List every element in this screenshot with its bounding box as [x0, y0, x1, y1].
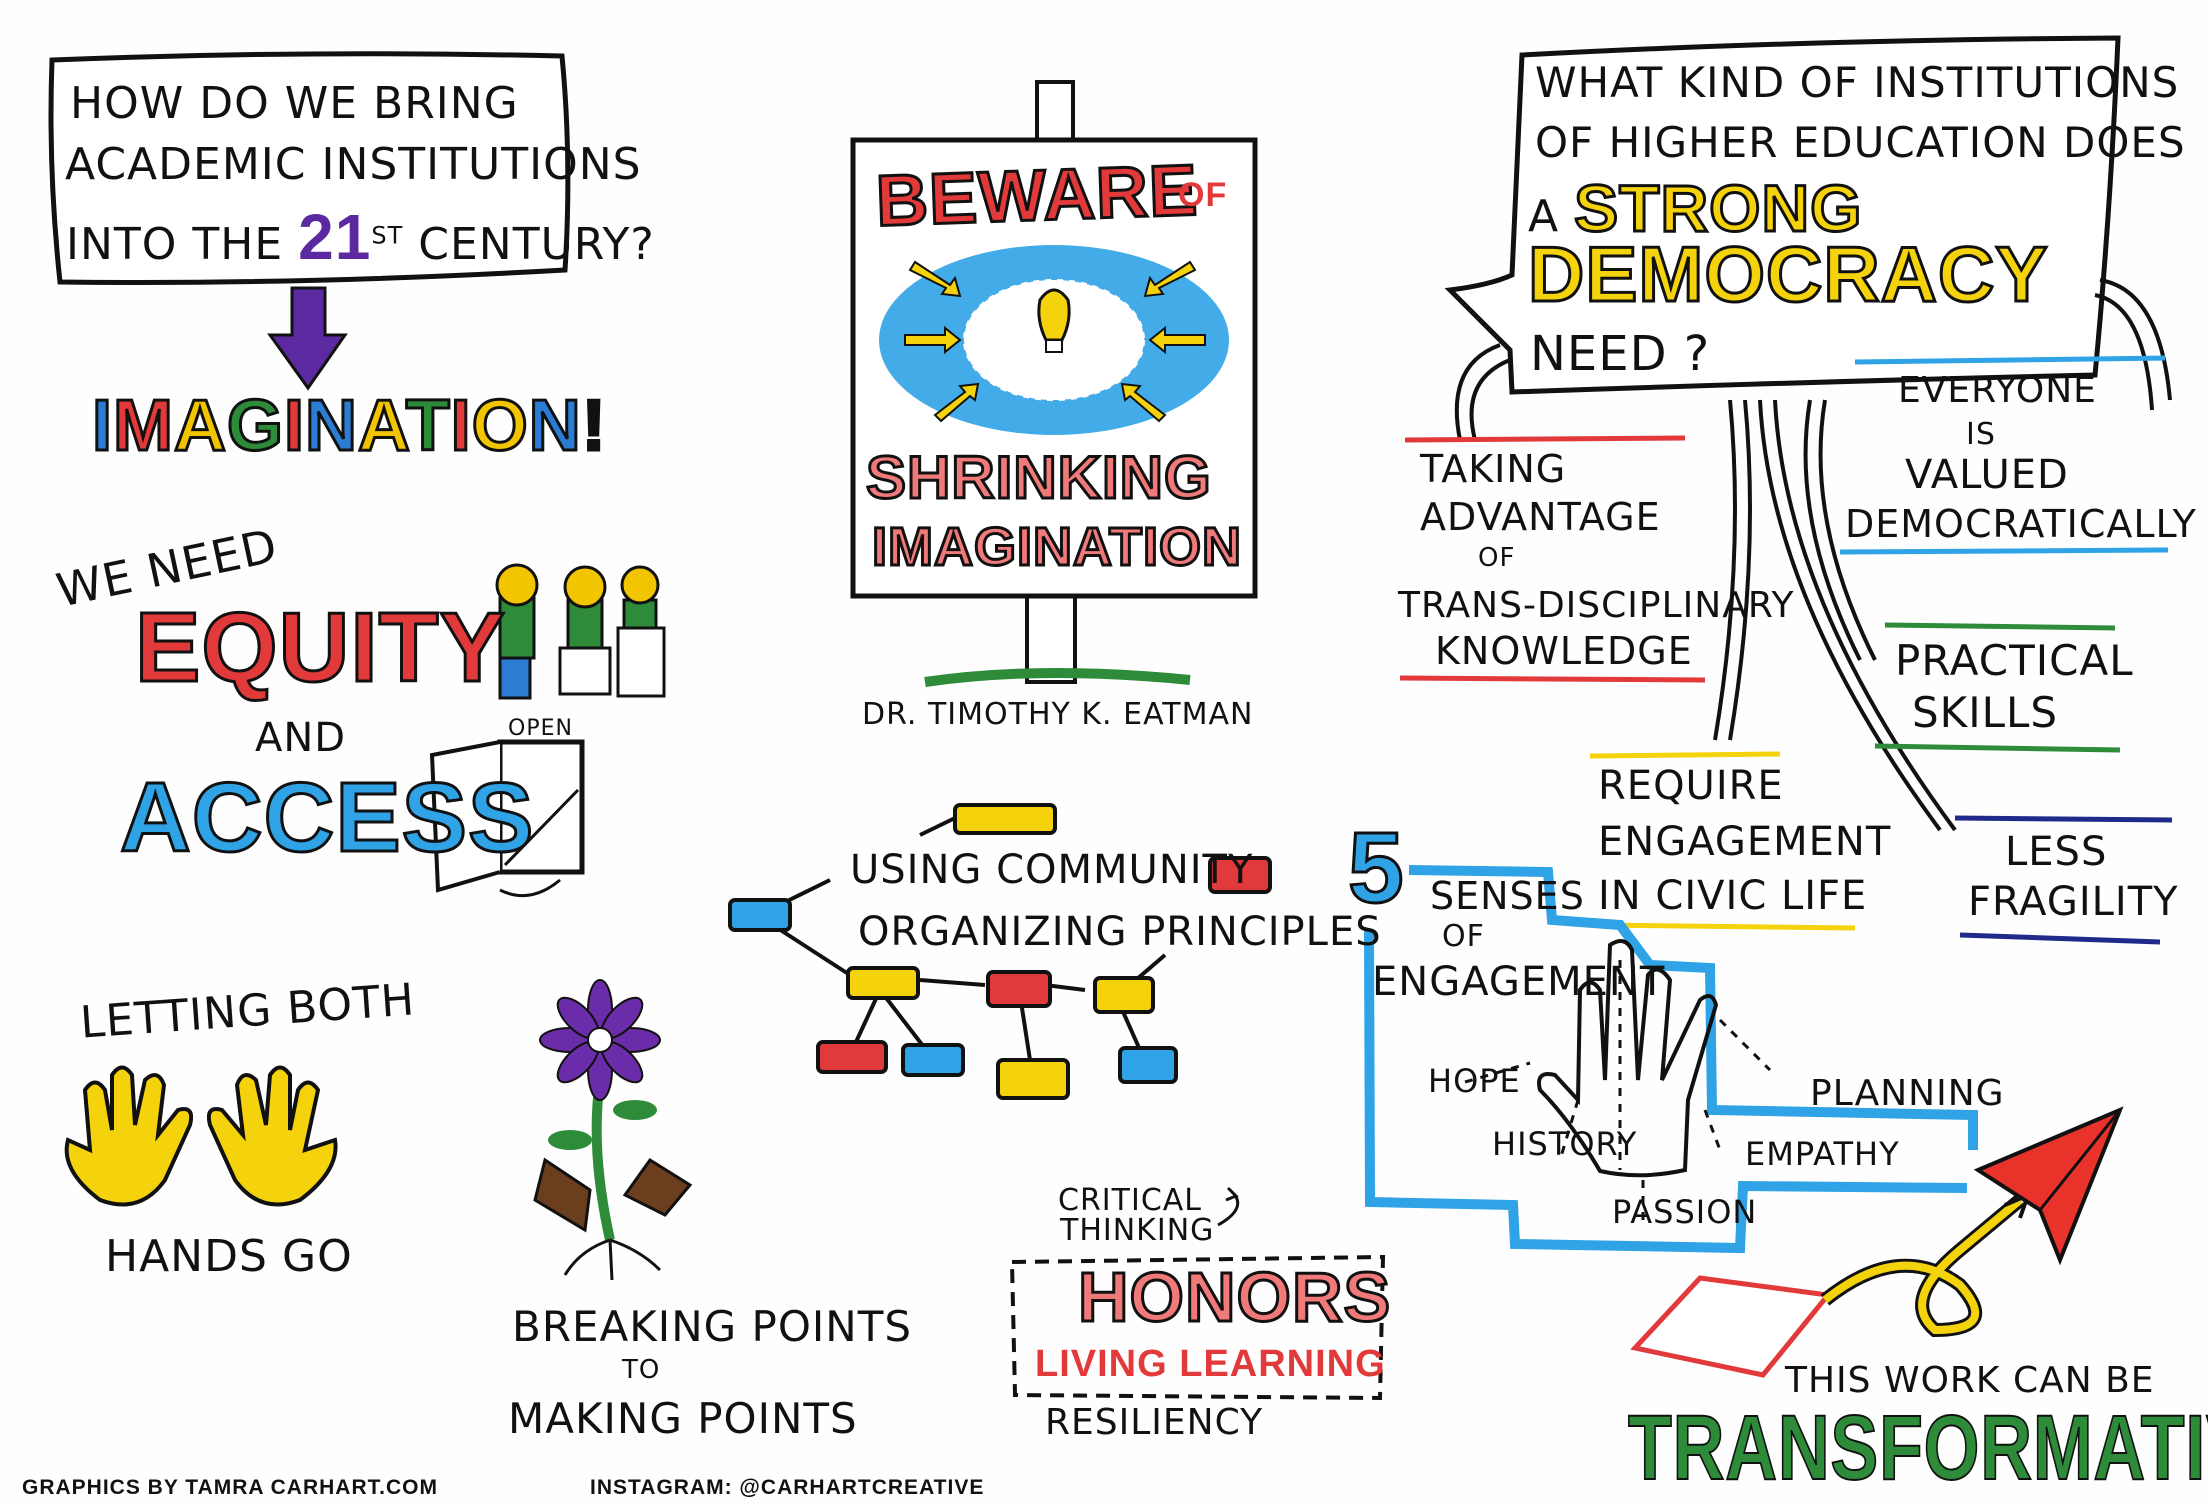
need-word: NEED ? [1530, 326, 1711, 382]
transform-line1: THIS WORK CAN BE [1785, 1360, 2155, 1401]
living-learning-label: LIVING LEARNING [1035, 1343, 1386, 1385]
imagination-letter: A [357, 386, 407, 466]
question-left-box [48, 51, 571, 285]
honors-word: HONORS [1076, 1258, 1392, 1336]
footer-credit: GRAPHICS BY TAMRA CARHART.COM [22, 1476, 438, 1499]
taking-line2: ADVANTAGE [1420, 495, 1661, 539]
flower-breaking-ground-icon [533, 979, 693, 1281]
question-right-line3: A STRONG [1528, 174, 1863, 243]
of-word: OF [1178, 176, 1228, 214]
making-points-label: MAKING POINTS [508, 1394, 858, 1443]
five-number: 5 [1347, 812, 1406, 924]
breaking-points-label: BREAKING POINTS [512, 1302, 913, 1351]
senses-line3: ENGAGEMENT [1372, 959, 1666, 1005]
down-arrow-icon [267, 286, 348, 391]
access-word: ACCESS [118, 762, 535, 872]
sense-passion: PASSION [1612, 1193, 1758, 1231]
taking-line3: OF [1478, 543, 1516, 573]
go-label: GO [282, 1231, 353, 1282]
question-right-line1: WHAT KIND OF INSTITUTIONS [1535, 58, 2180, 107]
thinking-label: THINKING [1060, 1213, 1215, 1248]
imagination-letter: N [527, 386, 582, 466]
require-line3: IN CIVIC LIFE [1598, 873, 1868, 919]
yellow-hands-icon [64, 1065, 338, 1207]
community-network-diagram [728, 803, 1272, 1100]
imagination-letter: I [449, 386, 472, 466]
taking-line4: TRANS-DISCIPLINARY [1398, 585, 1795, 626]
practical-line2: SKILLS [1912, 688, 2059, 737]
question-left-into: INTO THE [66, 219, 284, 270]
question-left-line3: INTO THE 21ST CENTURY? [66, 205, 655, 269]
honors-dashed-box [1009, 1254, 1386, 1401]
century-suffix: ST [371, 221, 404, 250]
critical-label: CRITICAL [1058, 1183, 1202, 1218]
question-left-line2: ACADEMIC INSTITUTIONS [65, 139, 642, 190]
beware-sign [850, 80, 1258, 687]
and-label: AND [255, 715, 347, 761]
practical-line1: PRACTICAL [1895, 636, 2134, 685]
community-line1: USING COMMUNITY [850, 847, 1254, 893]
taking-line1: TAKING [1420, 447, 1567, 491]
to-label: TO [622, 1355, 661, 1385]
open-door-icon [429, 739, 585, 898]
senses-line2: OF [1442, 919, 1485, 954]
everyone-line4: DEMOCRATICALLY [1845, 502, 2197, 546]
hands-label: HANDS [105, 1231, 268, 1282]
engagement-hand-icon [1537, 939, 1719, 1178]
require-line2: ENGAGEMENT [1598, 819, 1892, 865]
sense-history: HISTORY [1492, 1125, 1638, 1163]
everyone-line3: VALUED [1905, 452, 2069, 498]
equity-people-icon [495, 563, 666, 700]
imagination-title: IMAGINATION! [90, 389, 607, 464]
sense-empathy: EMPATHY [1745, 1135, 1900, 1173]
resiliency-label: RESILIENCY [1045, 1402, 1264, 1443]
sign-imagination-word: IMAGINATION [871, 517, 1243, 577]
tree-branches [1454, 278, 2172, 832]
everyone-line2: IS [1966, 417, 1996, 452]
less-line2: FRAGILITY [1968, 879, 2179, 925]
imagination-letter: N [304, 386, 359, 466]
senses-outline [1364, 865, 1978, 1254]
imagination-letter: M [112, 386, 175, 466]
shrinking-word: SHRINKING [865, 444, 1213, 511]
imagination-letter: ! [580, 386, 607, 466]
imagination-letter: I [283, 386, 306, 466]
senses-line1: SENSES [1430, 874, 1585, 918]
beware-word: BEWARE [873, 149, 1201, 243]
community-line2: ORGANIZING PRINCIPLES [858, 909, 1382, 955]
question-left-century: CENTURY? [418, 219, 655, 270]
imagination-letter: G [225, 386, 285, 466]
sense-planning: PLANNING [1810, 1073, 2005, 1114]
equity-word: EQUITY [134, 592, 507, 702]
underlines [1399, 355, 2173, 945]
century-number: 21 [298, 201, 372, 273]
imagination-letter: T [404, 386, 451, 466]
strong-word: STRONG [1573, 171, 1863, 245]
footer-instagram: INSTAGRAM: @CARHARTCREATIVE [590, 1476, 985, 1499]
question-left-line1: HOW DO WE BRING [70, 78, 519, 129]
door-open-label: OPEN [508, 716, 573, 741]
curved-arrow-icon [1217, 1186, 1240, 1227]
require-line1: REQUIRE [1598, 763, 1784, 809]
everyone-line1: EVERYONE [1898, 370, 2097, 411]
speaker-name: DR. TIMOTHY K. EATMAN [862, 697, 1254, 732]
sense-hope: HOPE [1428, 1062, 1521, 1100]
imagination-letter: O [470, 386, 529, 466]
imagination-letter: I [90, 386, 114, 466]
less-line1: LESS [2005, 829, 2108, 875]
hand-dashed-connectors [1464, 960, 1772, 1225]
question-right-box [1444, 35, 2121, 395]
a-word: A [1528, 191, 1560, 242]
democracy-word: DEMOCRACY [1526, 230, 2049, 318]
imagination-letter: A [173, 386, 228, 466]
transformative-word: TRANSFORMATIVE [1627, 1397, 2208, 1499]
transform-illustration [1630, 1106, 2124, 1378]
taking-line5: KNOWLEDGE [1435, 629, 1693, 673]
question-right-line2: OF HIGHER EDUCATION DOES [1535, 118, 2186, 167]
